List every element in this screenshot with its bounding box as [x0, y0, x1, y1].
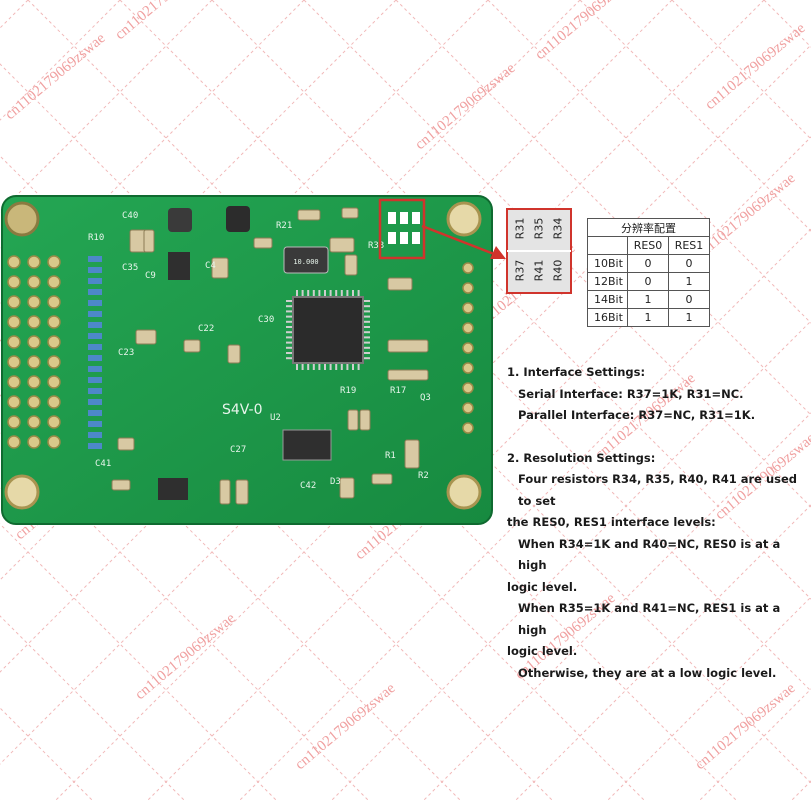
resolution-note: Otherwise, they are at a low logic level… — [518, 665, 777, 680]
resistor-label: R37 — [513, 259, 527, 282]
pcb-label: R19 — [340, 386, 356, 396]
resistor-array — [88, 256, 102, 449]
ic-small — [158, 478, 188, 500]
main-chip — [292, 296, 364, 364]
table-row: 12Bit 0 1 — [587, 272, 710, 291]
chip-pins — [286, 290, 370, 370]
table-row: 10Bit 0 0 — [587, 254, 710, 273]
pcb-label: C42 — [300, 481, 316, 491]
interface-title: 1. Interface Settings: — [507, 365, 646, 379]
resolution-note: Four resistors R34, R35, R40, R41 are us… — [518, 472, 798, 508]
highlight-box — [378, 198, 426, 260]
pcb-label: U2 — [270, 413, 281, 423]
table-row: 14Bit 1 0 — [587, 290, 710, 309]
resolution-table: 分辨率配置 RES0 RES1 10Bit 0 0 12Bit 0 1 14Bi… — [587, 218, 710, 327]
pcb-label: C35 — [122, 263, 138, 273]
oscillator-marking: 10.000 — [293, 258, 318, 266]
resolution-title: 2. Resolution Settings: — [507, 450, 656, 465]
highlighted-resistors — [388, 212, 420, 244]
pcb-label: C40 — [122, 211, 138, 221]
mounting-hole — [4, 474, 40, 510]
mounting-hole — [446, 201, 482, 237]
resolution-note: When R35=1K and R41=NC, RES1 is at a hig… — [518, 601, 781, 637]
resistor-label: R34 — [551, 217, 565, 240]
resistor-label: R31 — [513, 217, 527, 240]
callout-arrow — [421, 224, 495, 256]
inductor — [226, 206, 250, 232]
resistor-label: R41 — [532, 259, 546, 282]
table-header: RES0 — [627, 236, 669, 255]
pcb-label: R1 — [385, 451, 396, 461]
mounting-hole — [446, 474, 482, 510]
header-pads-left — [7, 255, 61, 449]
header-pads-right — [462, 262, 474, 434]
pcb-label: C4 — [205, 261, 216, 271]
resolution-note: logic level. — [507, 579, 578, 594]
pcb-label: C23 — [118, 348, 134, 358]
pcb-label: R2 — [418, 471, 429, 481]
oscillator — [283, 246, 329, 274]
table-header — [587, 236, 628, 255]
table-row: 16Bit 1 1 — [587, 308, 710, 327]
table-header-row: RES0 RES1 — [587, 236, 710, 255]
ic-small — [168, 252, 190, 280]
pcb-label: C27 — [230, 445, 246, 455]
board-silkscreen-title: S4V-0 — [222, 402, 263, 418]
mounting-hole — [4, 201, 40, 237]
pcb-label: C41 — [95, 459, 111, 469]
pcb-label: C30 — [258, 315, 274, 325]
pcb-label: C22 — [198, 324, 214, 334]
table-header: RES1 — [668, 236, 710, 255]
pcb-label: R10 — [88, 233, 104, 243]
secondary-chip — [282, 429, 332, 461]
resolution-note: When R34=1K and R40=NC, RES0 is at a hig… — [518, 536, 781, 573]
capacitors — [111, 207, 429, 505]
pcb-label: Q3 — [420, 393, 431, 403]
resolution-note: logic level. — [507, 644, 578, 658]
callout-arrow-head — [490, 246, 506, 259]
pcb-label: R33 — [368, 241, 384, 251]
pcb-label: R21 — [276, 221, 292, 231]
resistor-label: R40 — [551, 259, 565, 282]
pcb-label: R17 — [390, 386, 406, 396]
pcb-label: D3 — [330, 477, 341, 487]
parallel-note: Parallel Interface: R37=NC, R31=1K. — [518, 408, 756, 422]
pcb-label: C9 — [145, 271, 156, 281]
resolution-note: the RES0, RES1 interface levels: — [507, 515, 716, 529]
serial-note: Serial Interface: R37=1K, R31=NC. — [518, 386, 744, 401]
configuration-notes: 1. Interface Settings: Serial Interface:… — [507, 362, 811, 684]
table-title: 分辨率配置 — [587, 218, 710, 237]
inductor — [168, 208, 192, 232]
resistor-label: R35 — [532, 217, 546, 240]
